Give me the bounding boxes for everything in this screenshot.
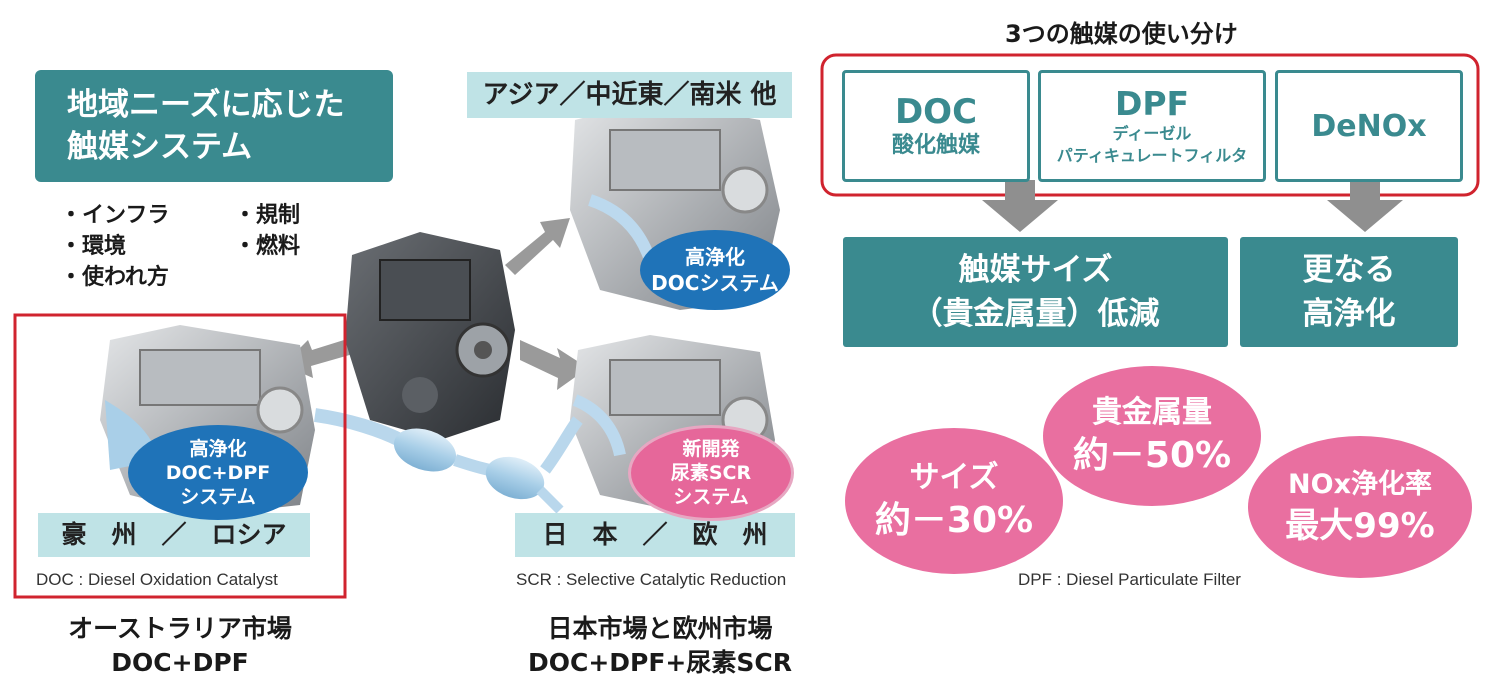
factor-environment: ・環境: [60, 234, 127, 259]
higher-purification-box: 更なる 高浄化: [1240, 237, 1458, 347]
nox-stat-oval: NOx浄化率 最大99%: [1248, 436, 1472, 578]
catalyst-red-frame: [820, 53, 1480, 197]
japan-system-oval: 新開発 尿素SCR システム: [628, 425, 794, 521]
australia-market-line1: オーストラリア市場: [68, 614, 292, 643]
factor-infra: ・インフラ: [60, 203, 170, 228]
size-stat-value: 約－30%: [874, 500, 1034, 541]
denox-catalyst-box: DeNOx: [1275, 70, 1463, 182]
dpf-footnote: DPF : Diesel Particulate Filter: [1018, 570, 1241, 589]
asia-region-label: アジア／中近東／南米 他: [467, 72, 792, 118]
dpf-catalyst-box: DPF ディーゼル パティキュレートフィルタ: [1038, 70, 1266, 182]
doc-catalyst-sub: 酸化触媒: [891, 133, 980, 158]
scr-footnote: SCR : Selective Catalytic Reduction: [516, 570, 787, 589]
exhaust-system-drawing: [314, 408, 583, 514]
australia-region-label: 豪 州 ／ ロシア: [38, 513, 310, 557]
higher-purification-line2: 高浄化: [1302, 296, 1396, 332]
factor-fuel: ・燃料: [234, 234, 301, 259]
japan-system-line2: 尿素SCR: [670, 462, 752, 484]
doc-catalyst-box: DOC 酸化触媒: [842, 70, 1030, 182]
region-needs-title-line1: 地域ニーズに応じた: [67, 87, 345, 123]
nox-stat-label: NOx浄化率: [1288, 469, 1432, 500]
australia-system-oval: 高浄化 DOC+DPF システム: [128, 425, 308, 520]
japan-europe-market-caption: 日本市場と欧州市場 DOC+DPF+尿素SCR: [495, 612, 825, 680]
australia-system-line3: システム: [180, 485, 256, 508]
down-arrows: [982, 180, 1403, 232]
japan-region-label: 日 本 ／ 欧 州: [515, 513, 795, 557]
japan-europe-market-line1: 日本市場と欧州市場: [547, 614, 773, 643]
size-reduction-line1: 触媒サイズ: [958, 252, 1113, 288]
size-reduction-box: 触媒サイズ （貴金属量）低減: [843, 237, 1228, 347]
size-stat-label: サイズ: [909, 460, 999, 495]
doc-catalyst-title: DOC: [894, 92, 978, 132]
dpf-catalyst-sub1: ディーゼル: [1112, 124, 1192, 143]
size-reduction-line2: （貴金属量）低減: [911, 296, 1160, 332]
asia-system-line2: DOCシステム: [651, 271, 779, 295]
asia-system-line1: 高浄化: [685, 245, 745, 269]
australia-system-line1: 高浄化: [189, 437, 247, 460]
japan-system-line3: システム: [673, 486, 749, 508]
japan-system-line1: 新開発: [682, 438, 740, 460]
precious-metal-stat-oval: 貴金属量 約－50%: [1043, 366, 1261, 506]
asia-system-oval: 高浄化 DOCシステム: [640, 230, 790, 310]
nox-stat-value: 最大99%: [1285, 506, 1435, 546]
australia-system-line2: DOC+DPF: [165, 461, 271, 484]
japan-europe-market-line2: DOC+DPF+尿素SCR: [527, 648, 792, 677]
australia-market-line2: DOC+DPF: [111, 648, 249, 677]
denox-catalyst-title: DeNOx: [1311, 108, 1427, 144]
doc-footnote: DOC : Diesel Oxidation Catalyst: [36, 570, 278, 589]
dpf-catalyst-title: DPF: [1114, 84, 1190, 123]
factor-regulation: ・規制: [234, 203, 301, 228]
precious-metal-stat-label: 貴金属量: [1092, 395, 1212, 430]
factor-usage: ・使われ方: [60, 265, 169, 290]
center-engine-drawing: [345, 232, 515, 440]
higher-purification-line1: 更なる: [1302, 252, 1396, 288]
catalyst-usage-title: 3つの触媒の使い分け: [1005, 20, 1238, 48]
region-needs-title-line2: 触媒システム: [67, 129, 253, 165]
region-needs-title-box: 地域ニーズに応じた 触媒システム: [35, 70, 393, 182]
precious-metal-stat-value: 約－50%: [1072, 435, 1232, 476]
australia-red-frame: [13, 313, 347, 599]
size-stat-oval: サイズ 約－30%: [845, 428, 1063, 574]
australia-market-caption: オーストラリア市場 DOC+DPF: [30, 612, 330, 680]
dpf-catalyst-sub2: パティキュレートフィルタ: [1056, 146, 1248, 165]
